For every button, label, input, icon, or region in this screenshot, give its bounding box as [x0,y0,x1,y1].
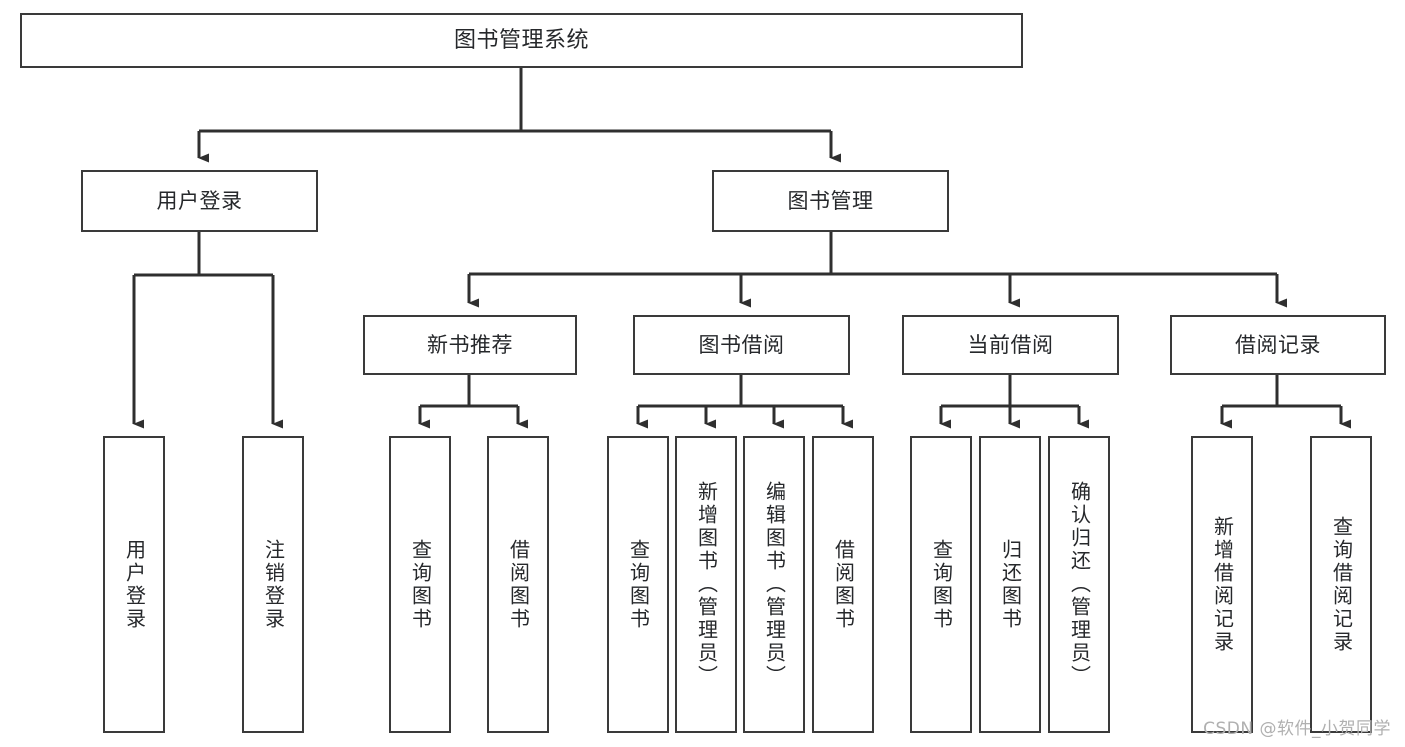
node-leaf-borrow-book-1[interactable]: 借阅图书 [487,436,549,733]
node-label: 当前借阅 [967,332,1054,357]
node-label: 用户登录 [156,188,243,213]
node-leaf-user-logout[interactable]: 注销登录 [242,436,304,733]
node-book-manage[interactable]: 图书管理 [712,170,949,232]
node-label: 图书管理系统 [453,27,589,53]
node-label: 归还图书 [998,538,1023,631]
node-label: 图书管理 [787,188,874,213]
node-book-borrow[interactable]: 图书借阅 [633,315,850,375]
node-root-book-management-system[interactable]: 图书管理系统 [20,13,1023,68]
node-label: 图书借阅 [698,332,785,357]
node-label: 注销登录 [261,538,286,631]
node-leaf-borrow-book-2[interactable]: 借阅图书 [812,436,874,733]
node-leaf-query-book-2[interactable]: 查询图书 [607,436,669,733]
node-current-borrow[interactable]: 当前借阅 [902,315,1119,375]
node-leaf-return-book[interactable]: 归还图书 [979,436,1041,733]
node-label: 查询借阅记录 [1329,515,1354,654]
node-label: 查询图书 [626,538,651,631]
node-label: 新书推荐 [427,332,513,357]
node-leaf-query-book-3[interactable]: 查询图书 [910,436,972,733]
node-label: 借阅记录 [1235,332,1321,357]
node-label: 编辑图书（管理员） [762,481,787,688]
node-label: 新增借阅记录 [1210,515,1235,654]
node-label: 借阅图书 [506,538,531,631]
node-label: 确认归还（管理员） [1067,481,1092,688]
node-leaf-add-record[interactable]: 新增借阅记录 [1191,436,1253,733]
node-leaf-query-record[interactable]: 查询借阅记录 [1310,436,1372,733]
node-borrow-record[interactable]: 借阅记录 [1170,315,1386,375]
node-label: 借阅图书 [831,538,856,631]
node-user-login[interactable]: 用户登录 [81,170,318,232]
node-label: 用户登录 [122,538,147,631]
node-label: 查询图书 [408,538,433,631]
node-label: 查询图书 [929,538,954,631]
node-leaf-edit-book[interactable]: 编辑图书（管理员） [743,436,805,733]
node-leaf-user-login[interactable]: 用户登录 [103,436,165,733]
node-leaf-add-book[interactable]: 新增图书（管理员） [675,436,737,733]
node-new-book-recommend[interactable]: 新书推荐 [363,315,577,375]
node-label: 新增图书（管理员） [694,481,719,688]
node-leaf-query-book-1[interactable]: 查询图书 [389,436,451,733]
node-leaf-confirm-return[interactable]: 确认归还（管理员） [1048,436,1110,733]
